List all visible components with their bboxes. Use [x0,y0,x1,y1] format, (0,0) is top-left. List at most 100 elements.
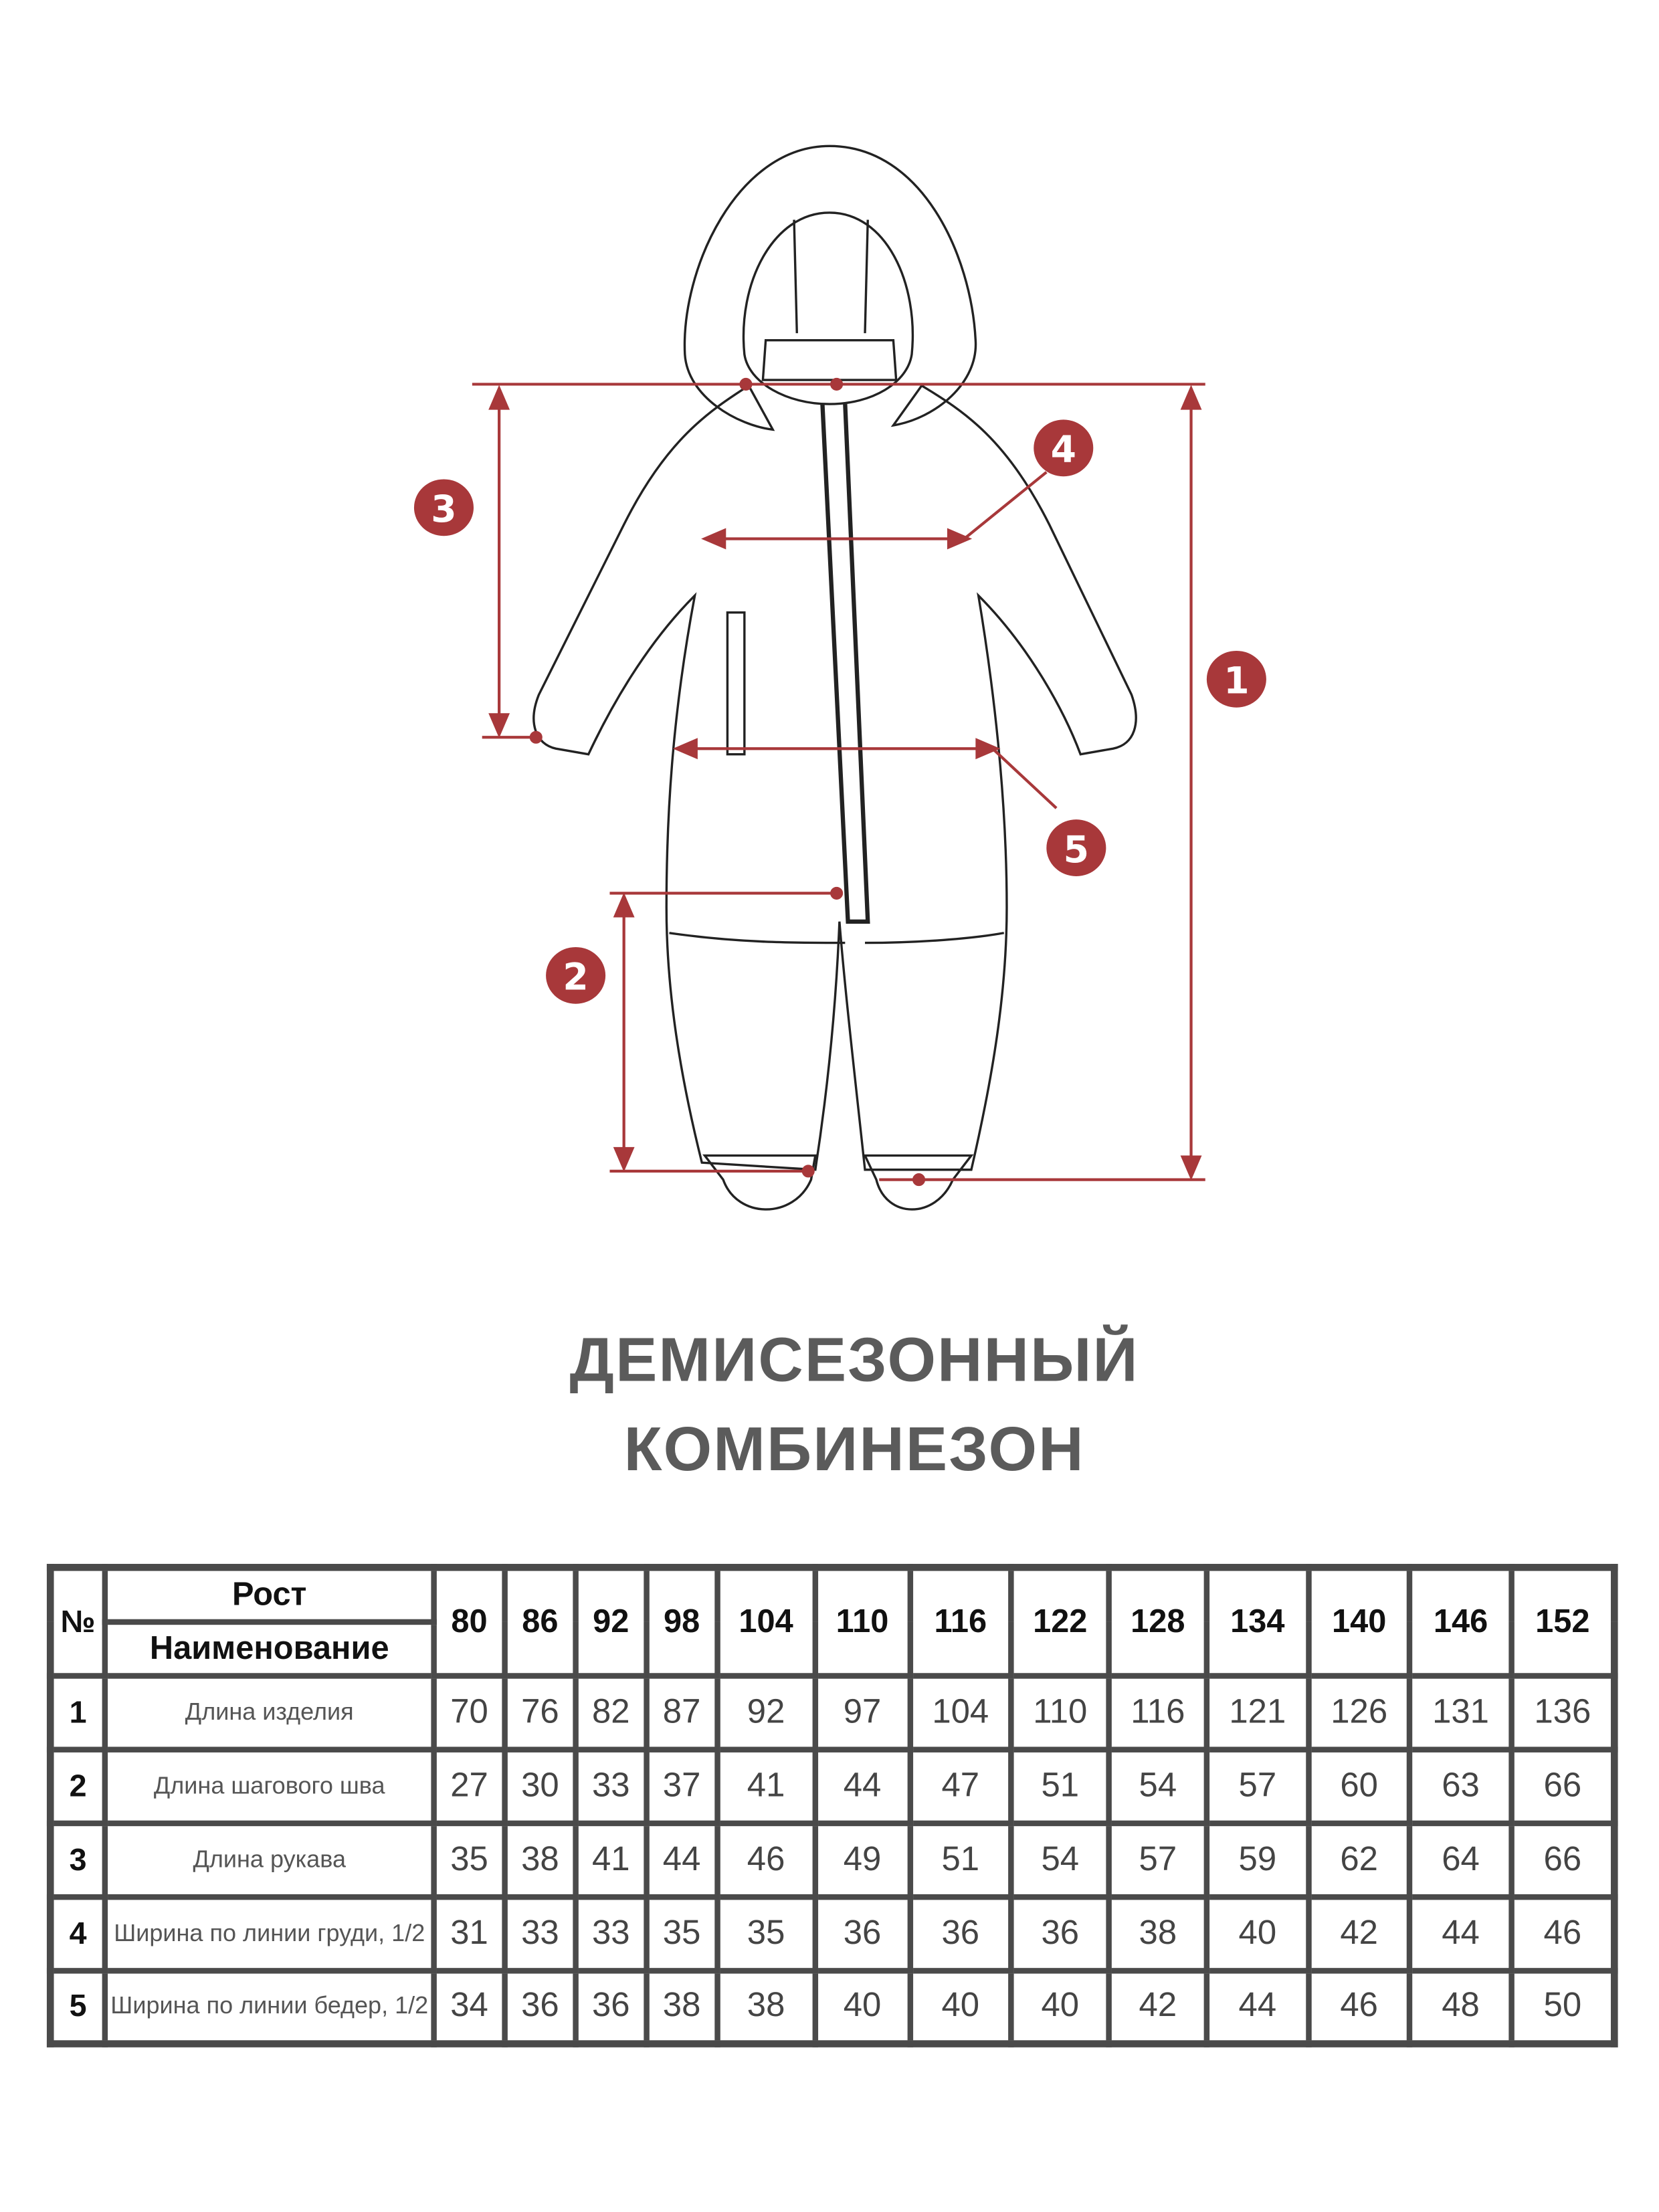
row-number: 1 [47,1672,108,1752]
measurement-value: 50 [1508,1967,1618,2047]
measurement-value: 76 [502,1672,579,1752]
svg-text:4: 4 [1051,428,1076,471]
measurement-value: 64 [1407,1819,1515,1900]
height-header: Рост [102,1565,437,1625]
measurement-value: 62 [1305,1819,1413,1900]
measurement-value: 38 [1106,1893,1210,1973]
measurement-value: 136 [1508,1672,1618,1752]
measurement-name: Ширина по линии груди, 1/2 [102,1893,437,1973]
measurement-value: 47 [906,1746,1014,1826]
measurement-value: 60 [1305,1746,1413,1826]
svg-text:5: 5 [1064,828,1089,871]
size-header: 116 [906,1565,1014,1678]
measurement-value: 66 [1508,1746,1618,1826]
measurement-value: 38 [502,1819,579,1900]
measurement-value: 116 [1106,1672,1210,1752]
row-number: 2 [47,1746,108,1826]
measurement-value: 49 [811,1819,913,1900]
size-header: 128 [1106,1565,1210,1678]
measurement-value: 59 [1203,1819,1311,1900]
name-header: Наименование [102,1618,437,1678]
callout-badges: 1 2 3 4 5 [413,419,1266,1004]
measurement-value: 31 [431,1893,508,1973]
measurement-value: 40 [906,1967,1014,2047]
measurement-value: 82 [573,1672,650,1752]
measurement-value: 33 [573,1746,650,1826]
svg-text:1: 1 [1224,660,1249,702]
title-line-2: КОМБИНЕЗОН [623,1415,1085,1485]
row-number: 4 [47,1893,108,1973]
measurement-value: 44 [643,1819,720,1900]
svg-text:3: 3 [431,488,456,530]
jumpsuit-diagram: 1 2 3 4 5 [413,144,1266,1211]
measurement-value: 44 [811,1746,913,1826]
measurement-value: 36 [906,1893,1014,1973]
callout-4: 4 [1034,419,1094,477]
measurement-value: 44 [1203,1967,1311,2047]
measurement-value: 36 [811,1893,913,1973]
callout-3: 3 [413,479,474,536]
measurement-value: 57 [1203,1746,1311,1826]
measurement-value: 38 [714,1967,818,2047]
size-header: 140 [1305,1565,1413,1678]
callout-5: 5 [1046,819,1106,876]
measurement-value: 37 [643,1746,720,1826]
measurement-value: 48 [1407,1967,1515,2047]
row-number: 3 [47,1819,108,1900]
svg-text:2: 2 [563,956,588,999]
measurement-value: 54 [1106,1746,1210,1826]
measurement-lines [472,377,1205,1187]
size-table: № Рост 80 86 92 98 104 110 116 122 128 1… [46,1564,1618,2047]
measurement-value: 121 [1203,1672,1311,1752]
measurement-value: 70 [431,1672,508,1752]
measurement-value: 36 [502,1967,579,2047]
size-header: 110 [811,1565,913,1678]
measurement-value: 27 [431,1746,508,1826]
size-header: 80 [431,1565,508,1678]
measurement-value: 126 [1305,1672,1413,1752]
size-header: 134 [1203,1565,1311,1678]
measurement-value: 40 [1008,1967,1112,2047]
measurement-value: 97 [811,1672,913,1752]
measurement-value: 35 [714,1893,818,1973]
measurement-value: 36 [1008,1893,1112,1973]
measurement-value: 35 [643,1893,720,1973]
measurement-value: 54 [1008,1819,1112,1900]
measurement-value: 131 [1407,1672,1515,1752]
measurement-value: 51 [1008,1746,1112,1826]
callout-2: 2 [546,946,606,1004]
title-line-1: ДЕМИСЕЗОННЫЙ [569,1325,1139,1395]
measurement-value: 44 [1407,1893,1515,1973]
measurement-name: Длина рукава [102,1819,437,1900]
measurement-value: 42 [1106,1967,1210,2047]
callout-1: 1 [1206,650,1266,708]
measurement-value: 46 [1508,1893,1618,1973]
measurement-name: Длина изделия [102,1672,437,1752]
size-header: 122 [1008,1565,1112,1678]
size-header: 86 [502,1565,579,1678]
measurement-value: 42 [1305,1893,1413,1973]
measurement-value: 92 [714,1672,818,1752]
measurement-value: 104 [906,1672,1014,1752]
measurement-value: 87 [643,1672,720,1752]
measurement-value: 40 [1203,1893,1311,1973]
size-header: 152 [1508,1565,1618,1678]
table-header-row: № Рост 80 86 92 98 104 110 116 122 128 1… [47,1565,1618,1678]
measurement-value: 41 [573,1819,650,1900]
measurement-value: 40 [811,1967,913,2047]
measurement-value: 46 [714,1819,818,1900]
size-header: 146 [1407,1565,1515,1678]
size-header: 98 [643,1565,720,1678]
jumpsuit-outline [532,144,1137,1211]
measurement-value: 51 [906,1819,1014,1900]
measurement-value: 38 [643,1967,720,2047]
measurement-value: 33 [573,1893,650,1973]
row-number: 5 [47,1967,108,2047]
no-header: № [47,1565,108,1678]
measurement-value: 30 [502,1746,579,1826]
